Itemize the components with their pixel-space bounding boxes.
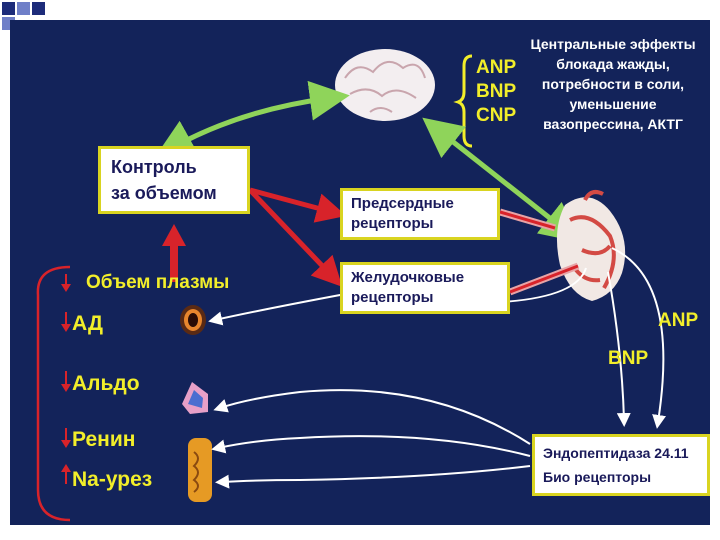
na-up-arrow	[61, 464, 71, 484]
endo-kidney-arrow	[215, 465, 531, 489]
control-ventricular-arrow	[248, 188, 343, 287]
brain-control-arrow	[154, 80, 350, 158]
brain-heart-arrow	[422, 117, 581, 243]
brain-list-item: CNP	[476, 105, 517, 126]
brace-bracket	[453, 54, 473, 148]
central-effects-line: вазопрессина, АКТГ	[543, 116, 683, 132]
effect-ad-label: АД	[72, 312, 103, 335]
endo-renin-arrow	[211, 435, 531, 457]
central-effects-line: потребности в соли,	[541, 76, 685, 92]
corner-square-1	[2, 2, 15, 15]
effect-renin-label: Ренин	[72, 428, 136, 451]
central-effects-line: блокада жажды,	[556, 56, 670, 72]
atrial-receptors-line: рецепторы	[351, 215, 434, 232]
corner-square-3	[32, 2, 45, 15]
central-effects-text: Центральные эффекты блокада жажды, потре…	[518, 34, 708, 134]
ad-down-arrow	[61, 312, 71, 332]
effect-na-label: Na-урез	[72, 468, 153, 491]
brain-icon	[335, 49, 435, 121]
effect-aldo-label: Альдо	[72, 372, 140, 395]
bnp-output-label: BNP	[608, 348, 649, 369]
atrial-receptors-line: Предсердные	[351, 195, 454, 212]
volume-control-box: Контроль за объемом	[98, 146, 250, 214]
plasma-volume-label: Объем плазмы	[86, 272, 230, 293]
endo-adrenal-arrow	[213, 389, 531, 445]
volume-control-line: Контроль	[111, 157, 197, 177]
effects-bracket	[36, 265, 71, 522]
diagram-panel: ANP BNP CNP Центральные эффекты блокада …	[10, 20, 710, 525]
corner-square-2	[17, 2, 30, 15]
kidney-icon	[188, 438, 212, 502]
adrenal-icon	[182, 382, 208, 414]
brain-list-item: BNP	[476, 81, 517, 102]
aldo-down-arrow	[61, 371, 71, 392]
plasma-down-arrow	[61, 274, 71, 292]
ventricular-receptors-box: Желудочковые рецепторы	[340, 262, 510, 314]
heart-icon	[556, 190, 626, 301]
central-effects-line: уменьшение	[569, 96, 657, 112]
brain-list: ANP BNP CNP	[476, 56, 516, 128]
heart-bnp-arrow	[607, 271, 631, 427]
endopeptidase-line: Эндопептидаза 24.11	[543, 445, 689, 461]
endopeptidase-line: Био рецепторы	[543, 469, 652, 485]
anp-output-label: ANP	[658, 310, 699, 331]
volume-control-line: за объемом	[111, 183, 217, 203]
artery-icon	[180, 305, 206, 335]
central-effects-line: Центральные эффекты	[530, 36, 696, 52]
brain-list-item: ANP	[476, 57, 517, 78]
renin-down-arrow	[61, 428, 71, 448]
ventricular-receptors-line: рецепторы	[351, 289, 434, 306]
ventricular-receptors-line: Желудочковые	[351, 269, 465, 286]
control-atrial-arrow	[249, 187, 347, 223]
heart-anp-arrow	[611, 247, 666, 429]
endopeptidase-box: Эндопептидаза 24.11 Био рецепторы	[532, 434, 710, 496]
atrial-receptors-box: Предсердные рецепторы	[340, 188, 500, 240]
